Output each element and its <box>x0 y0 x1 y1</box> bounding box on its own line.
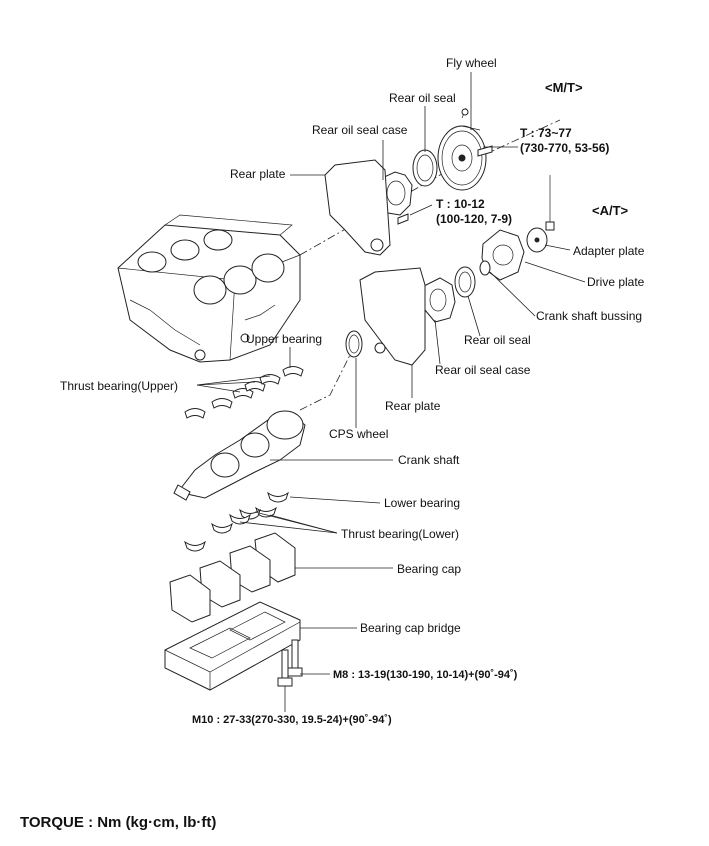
bearing-cap-bridge-part <box>164 601 301 691</box>
label-bearing-cap: Bearing cap <box>397 562 462 576</box>
label-cps-wheel: CPS wheel <box>329 427 389 441</box>
at-bolt <box>545 175 555 231</box>
leader-lines <box>196 72 586 712</box>
label-t-73-77-units: (730-770, 53-56) <box>520 141 610 155</box>
rear-plate-top-part <box>324 159 391 256</box>
label-thrust-bearing-upper: Thrust bearing(Upper) <box>60 379 179 393</box>
label-rear-oil-seal-bottom: Rear oil seal <box>464 333 531 347</box>
label-crank-shaft-bussing: Crank shaft bussing <box>536 309 643 323</box>
rear-oil-seal-bottom-part <box>454 266 476 298</box>
upper-bearing-parts <box>184 366 304 419</box>
lower-bearing-parts <box>184 491 289 552</box>
label-t-73-77: T : 73~77 <box>520 126 572 140</box>
rear-oil-seal-top-part <box>412 149 438 187</box>
label-rear-plate-top: Rear plate <box>230 167 286 181</box>
bearing-cap-parts <box>169 532 296 623</box>
label-rear-oil-seal-case-top: Rear oil seal case <box>312 123 408 137</box>
label-fly-wheel: Fly wheel <box>446 56 497 70</box>
label-bearing-cap-bridge: Bearing cap bridge <box>360 621 461 635</box>
crank-shaft-bussing-part <box>479 260 491 276</box>
label-rear-oil-seal-top: Rear oil seal <box>389 91 456 105</box>
label-adapter-plate: Adapter plate <box>573 244 645 258</box>
label-rear-plate-bottom: Rear plate <box>385 399 441 413</box>
label-drive-plate: Drive plate <box>587 275 645 289</box>
label-m10: M10 : 27-33(270-330, 19.5-24)+(90˚-94˚) <box>192 714 392 726</box>
label-thrust-bearing-lower: Thrust bearing(Lower) <box>341 527 460 541</box>
label-rear-oil-seal-case-bottom: Rear oil seal case <box>435 363 531 377</box>
cylinder-block <box>117 214 301 363</box>
rear-plate-bottom-part <box>359 267 426 366</box>
label-at: <A/T> <box>592 203 629 218</box>
adapter-plate-part <box>526 227 548 253</box>
label-t-10-12: T : 10-12 <box>436 197 485 211</box>
crank-shaft-part <box>173 410 306 501</box>
label-m8: M8 : 13-19(130-190, 10-14)+(90˚-94˚) <box>333 669 518 681</box>
label-lower-bearing: Lower bearing <box>384 496 461 510</box>
label-upper-bearing: Upper bearing <box>246 332 323 346</box>
label-t-10-12-units: (100-120, 7-9) <box>436 212 513 226</box>
rear-oil-seal-case-bottom-part <box>419 277 456 323</box>
torque-units-note: TORQUE : Nm (kg·cm, lb·ft) <box>20 814 217 831</box>
label-crank-shaft: Crank shaft <box>398 453 460 467</box>
fly-wheel-part <box>437 107 487 191</box>
rear-plate-bolt <box>397 213 409 225</box>
m10-bolt <box>277 649 293 687</box>
label-mt: <M/T> <box>545 80 583 95</box>
cps-wheel-part <box>345 330 363 358</box>
